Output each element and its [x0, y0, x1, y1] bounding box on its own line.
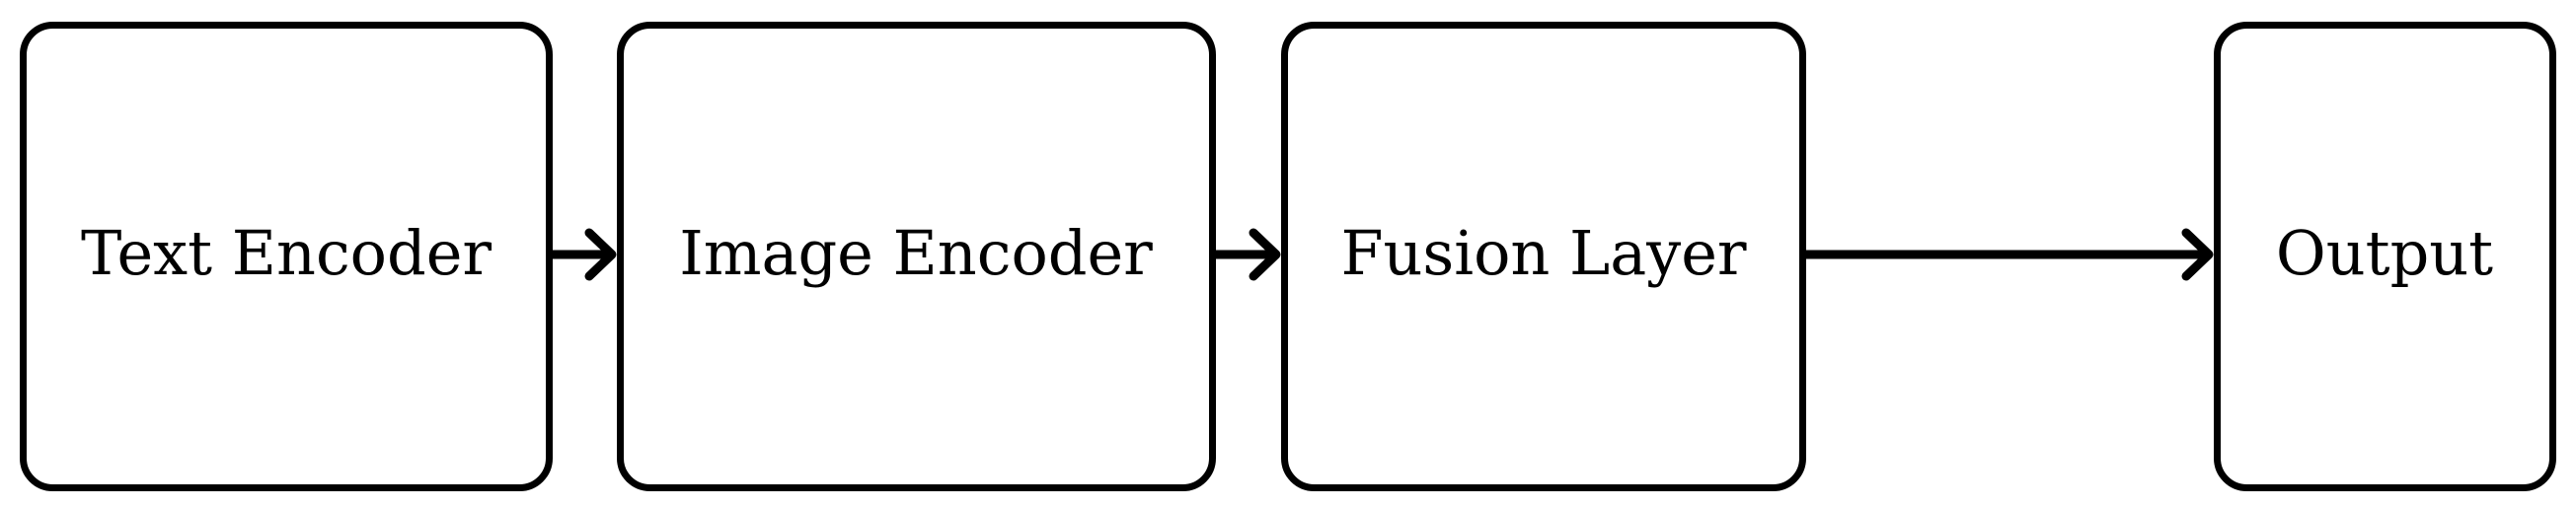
node-text-encoder-shape[interactable] — [20, 22, 553, 491]
edge-2-arrowhead-icon — [1249, 228, 1281, 281]
edge-text-encoder-to-image-encoder — [553, 228, 617, 281]
edge-fusion-layer-to-output — [1806, 228, 2214, 281]
node-image-encoder[interactable]: Image Encoder — [617, 22, 1216, 491]
node-output-shape[interactable] — [2214, 22, 2556, 491]
node-output-label: Output — [2276, 217, 2493, 289]
edge-3-arrowhead-icon — [2181, 228, 2214, 281]
node-output[interactable]: Output — [2214, 22, 2556, 491]
node-text-encoder[interactable]: Text Encoder — [20, 22, 553, 491]
node-fusion-layer[interactable]: Fusion Layer — [1281, 22, 1806, 491]
node-fusion-layer-shape[interactable] — [1281, 22, 1806, 491]
node-image-encoder-label: Image Encoder — [679, 217, 1153, 289]
node-image-encoder-shape[interactable] — [617, 22, 1216, 491]
node-text-encoder-label: Text Encoder — [81, 217, 492, 289]
edge-1-arrowhead-icon — [584, 228, 617, 281]
node-fusion-layer-label: Fusion Layer — [1340, 217, 1746, 289]
edge-image-encoder-to-fusion-layer — [1216, 228, 1281, 281]
